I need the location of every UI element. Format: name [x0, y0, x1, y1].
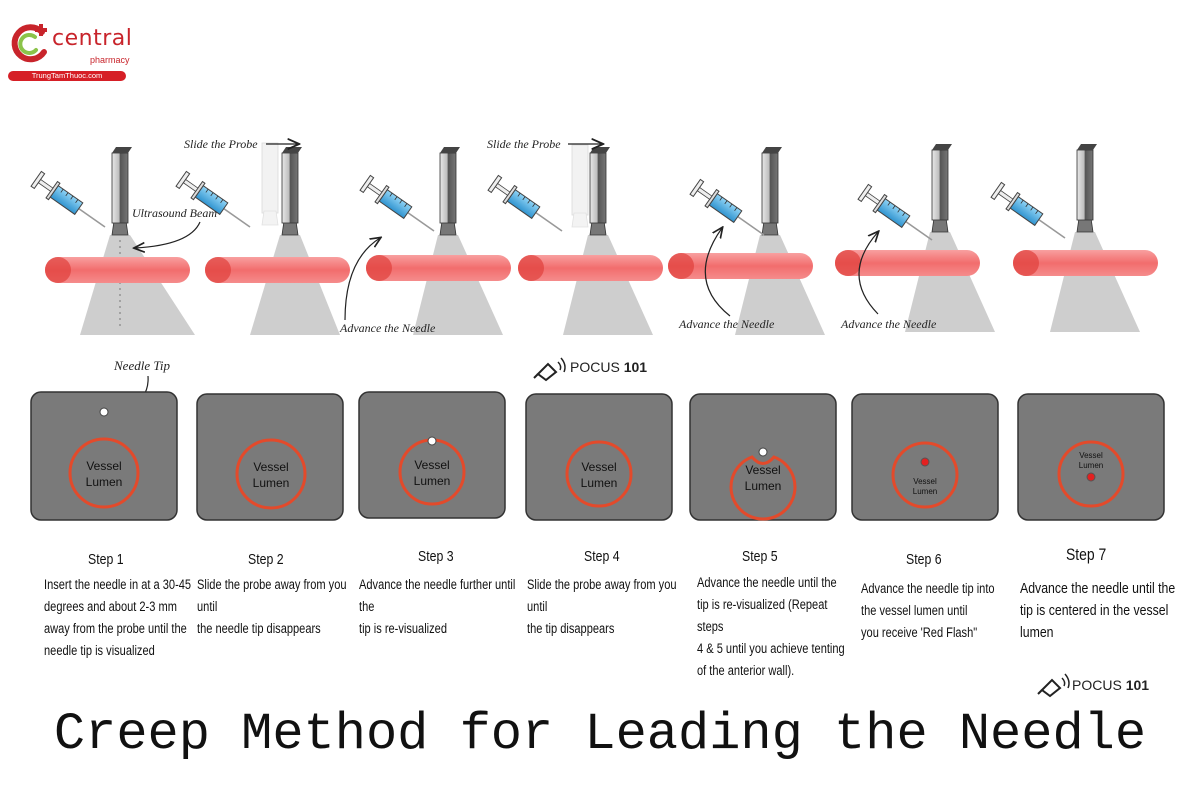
- logo-website: TrungTamThuoc.com: [8, 71, 126, 81]
- step-text-line: tip is re-visualized: [359, 621, 447, 636]
- step-text-line: needle tip is visualized: [44, 643, 155, 658]
- step-2-text: Slide the probe away from you until the …: [197, 574, 361, 640]
- step-text-line: of the anterior wall).: [697, 663, 795, 678]
- vessel-lumen-label-line2: Lumen: [1079, 461, 1103, 470]
- step-5-text: Advance the needle until the tip is re-v…: [697, 572, 853, 682]
- vessel-lumen-label-line2: Lumen: [253, 476, 290, 490]
- label-advance-needle-1: Advance the Needle: [339, 321, 436, 335]
- step-text-line: Advance the needle until the: [697, 575, 837, 590]
- step-text-line: Slide the probe away from you until: [197, 577, 347, 614]
- step-4-text: Slide the probe away from you until the …: [527, 574, 691, 640]
- step-1-label: Step 1: [88, 551, 124, 568]
- pocus-101-mark-top: POCUS 101: [570, 359, 647, 375]
- vessel-lumen-label-line2: Lumen: [581, 476, 618, 490]
- step-text-line: tip is re-visualized (Repeat steps: [697, 597, 828, 634]
- ultrasound-panel-7: Vessel Lumen: [1017, 393, 1165, 521]
- step-6-text: Advance the needle tip into the vessel l…: [861, 578, 1009, 644]
- vessel-lumen-label-line2: Lumen: [745, 479, 782, 493]
- step-1-text: Insert the needle in at a 30-45 degrees …: [44, 574, 192, 662]
- label-slide-probe-2: Slide the Probe: [487, 137, 561, 151]
- vessel-lumen-label-line1: Vessel: [414, 458, 449, 472]
- step-text-line: Slide the probe away from you until: [527, 577, 677, 614]
- step-text-line: you receive 'Red Flash": [861, 625, 978, 640]
- illustration-step-5: [668, 146, 825, 335]
- step-7-text: Advance the needle until the tip is cent…: [1020, 578, 1184, 644]
- ultrasound-panel-3: Vessel Lumen: [358, 391, 506, 519]
- vessel-lumen-label-line2: Lumen: [86, 475, 123, 489]
- step-text-line: Advance the needle tip into: [861, 581, 995, 596]
- step-3-label: Step 3: [418, 548, 454, 565]
- vessel-lumen-label-line1: Vessel: [745, 463, 780, 477]
- illustration-step-3: [358, 146, 511, 335]
- pocus-prefix: POCUS: [1072, 677, 1122, 693]
- central-pharmacy-logo: central pharmacy TrungTamThuoc.com: [8, 22, 138, 82]
- step-2-label: Step 2: [248, 551, 284, 568]
- step-text-line: away from the probe until the: [44, 621, 187, 636]
- step-illustrations: [29, 142, 1158, 335]
- pocus-101-mark-bottom: POCUS 101: [1072, 677, 1149, 693]
- ultrasound-probe-icon: [533, 357, 566, 382]
- illustration-step-6: [835, 143, 995, 332]
- syringe-icon: [688, 177, 771, 244]
- vessel-lumen-label-line1: Vessel: [913, 477, 937, 486]
- step-5-label: Step 5: [742, 548, 778, 565]
- vessel-lumen-label-line2: Lumen: [913, 487, 937, 496]
- ultrasound-panels: Vessel Lumen Vessel Lumen Vessel Lumen V…: [30, 391, 1165, 521]
- pocus-number: 101: [1125, 677, 1150, 693]
- step-text-line: the tip disappears: [527, 621, 615, 636]
- blood-vessel: [518, 255, 663, 281]
- syringe-icon: [358, 173, 441, 240]
- syringe-icon: [29, 169, 112, 236]
- blood-vessel: [205, 257, 350, 283]
- illustration-step-4: [486, 144, 663, 335]
- pocus-prefix: POCUS: [570, 359, 620, 375]
- step-4-label: Step 4: [584, 548, 620, 565]
- step-text-line: Insert the needle in at a 30-45: [44, 577, 192, 592]
- step-text-line: the needle tip disappears: [197, 621, 321, 636]
- label-advance-needle-2: Advance the Needle: [678, 317, 775, 331]
- step-text-line: Advance the needle until the: [1020, 580, 1176, 597]
- pharmacy-c-plus-logo-icon: [11, 24, 47, 63]
- blood-vessel: [1013, 250, 1158, 276]
- ultrasound-panel-2: Vessel Lumen: [196, 393, 344, 521]
- syringe-icon: [174, 169, 257, 236]
- page-title: Creep Method for Leading the Needle: [53, 705, 1147, 764]
- label-advance-needle-3: Advance the Needle: [840, 317, 937, 331]
- label-ultrasound-beam: Ultrasound Beam: [132, 206, 217, 220]
- label-needle-tip: Needle Tip: [113, 358, 170, 373]
- ultrasound-panel-4: Vessel Lumen: [525, 393, 673, 521]
- ultrasound-panel-5: Vessel Lumen: [689, 393, 837, 521]
- ultrasound-probe-icon: [1037, 673, 1070, 698]
- ultrasound-panel-1: Vessel Lumen: [30, 391, 178, 521]
- step-text-line: the vessel lumen until: [861, 603, 968, 618]
- step-text-line: Advance the needle further until the: [359, 577, 516, 614]
- syringe-icon: [989, 180, 1072, 247]
- syringe-icon: [486, 173, 569, 240]
- vessel-lumen-label-line1: Vessel: [581, 460, 616, 474]
- step-text-line: 4 & 5 until you achieve tenting: [697, 641, 845, 656]
- ultrasound-panel-6: Vessel Lumen: [851, 393, 999, 521]
- syringe-icon: [856, 182, 939, 249]
- illustration-step-7: [989, 143, 1158, 332]
- blood-vessel: [45, 257, 190, 283]
- logo-brand: central: [52, 26, 133, 51]
- vessel-lumen-label-line2: Lumen: [414, 474, 451, 488]
- step-text-line: degrees and about 2-3 mm: [44, 599, 177, 614]
- vessel-lumen-label-line1: Vessel: [86, 459, 121, 473]
- illustration-step-1: [29, 146, 195, 335]
- logo-subtitle: pharmacy: [90, 55, 130, 65]
- step-6-label: Step 6: [906, 551, 942, 568]
- step-text-line: tip is centered in the vessel lumen: [1020, 602, 1169, 641]
- step-7-label: Step 7: [1066, 545, 1107, 564]
- blood-vessel: [366, 255, 511, 281]
- step-3-text: Advance the needle further until the tip…: [359, 574, 523, 640]
- vessel-lumen-label-line1: Vessel: [1079, 451, 1103, 460]
- vessel-lumen-label-line1: Vessel: [253, 460, 288, 474]
- label-slide-probe-1: Slide the Probe: [184, 137, 258, 151]
- blood-vessel: [835, 250, 980, 276]
- illustration-step-2: [174, 142, 350, 335]
- pocus-number: 101: [623, 359, 648, 375]
- blood-vessel: [668, 253, 813, 279]
